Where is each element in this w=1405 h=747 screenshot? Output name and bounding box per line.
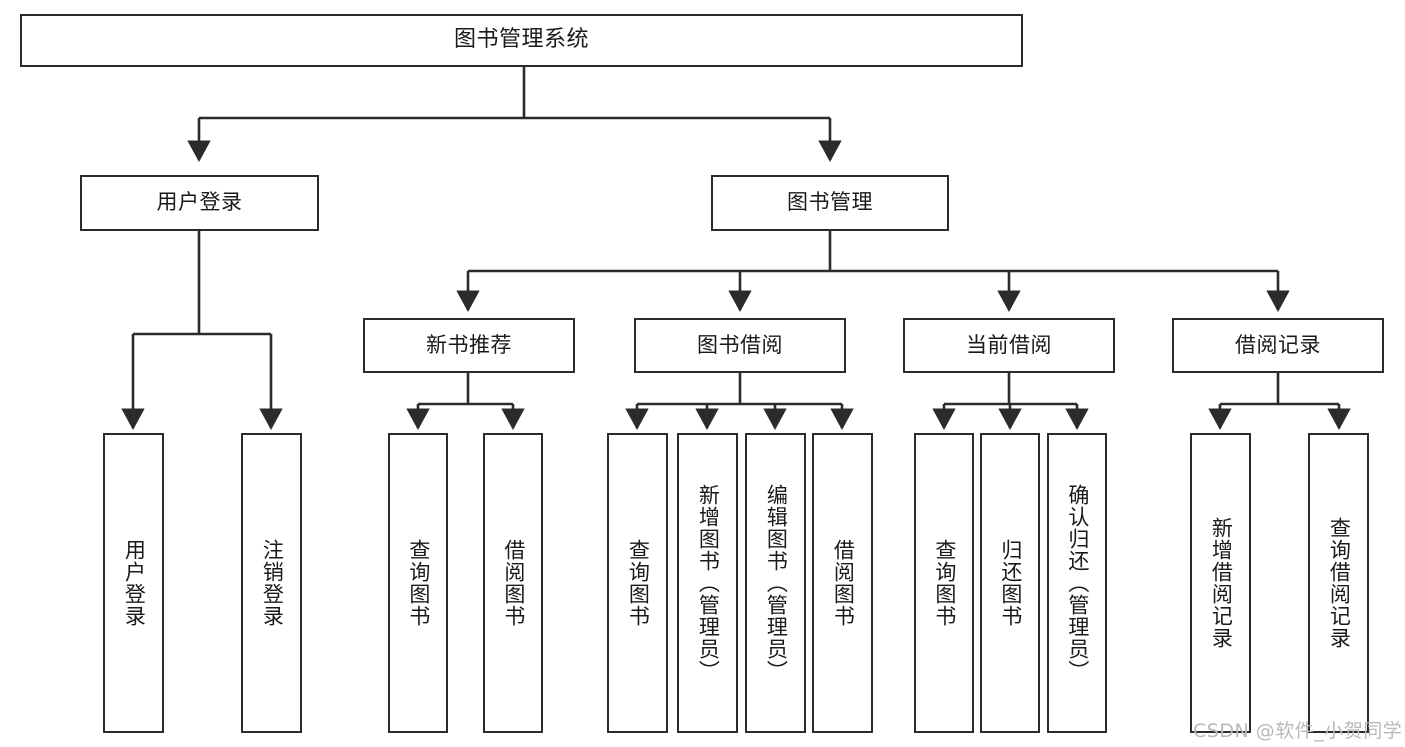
leaf-query-book-3-label: 查询图书 bbox=[932, 539, 957, 627]
node-current-borrow[interactable]: 当前借阅 bbox=[903, 318, 1115, 373]
node-book-manage[interactable]: 图书管理 bbox=[711, 175, 949, 231]
node-root-label: 图书管理系统 bbox=[453, 27, 589, 53]
leaf-return-book-label: 归还图书 bbox=[998, 539, 1023, 627]
leaf-edit-book[interactable]: 编辑图书（管理员） bbox=[745, 433, 806, 733]
leaf-add-book-label: 新增图书（管理员） bbox=[696, 484, 721, 682]
node-current-borrow-label: 当前借阅 bbox=[966, 332, 1052, 357]
leaf-borrow-book-2[interactable]: 借阅图书 bbox=[812, 433, 873, 733]
leaf-user-login[interactable]: 用户登录 bbox=[103, 433, 164, 733]
leaf-query-book-1-label: 查询图书 bbox=[406, 539, 431, 627]
node-borrow-record-label: 借阅记录 bbox=[1235, 332, 1321, 357]
leaf-query-book-2[interactable]: 查询图书 bbox=[607, 433, 668, 733]
node-borrow-record[interactable]: 借阅记录 bbox=[1172, 318, 1384, 373]
node-new-book-recommend[interactable]: 新书推荐 bbox=[363, 318, 575, 373]
node-book-manage-label: 图书管理 bbox=[787, 190, 873, 215]
leaf-query-book-2-label: 查询图书 bbox=[626, 539, 651, 627]
leaf-borrow-book-2-label: 借阅图书 bbox=[831, 539, 856, 627]
leaf-add-book[interactable]: 新增图书（管理员） bbox=[677, 433, 738, 733]
leaf-user-login-label: 用户登录 bbox=[122, 539, 147, 627]
node-book-borrow-label: 图书借阅 bbox=[697, 332, 783, 357]
leaf-logout[interactable]: 注销登录 bbox=[241, 433, 302, 733]
leaf-add-record-label: 新增借阅记录 bbox=[1209, 517, 1234, 649]
node-book-borrow[interactable]: 图书借阅 bbox=[634, 318, 846, 373]
node-user-login-label: 用户登录 bbox=[156, 190, 243, 215]
leaf-borrow-book-1-label: 借阅图书 bbox=[501, 539, 526, 627]
leaf-query-book-1[interactable]: 查询图书 bbox=[388, 433, 448, 733]
leaf-add-record[interactable]: 新增借阅记录 bbox=[1190, 433, 1251, 733]
leaf-return-book[interactable]: 归还图书 bbox=[980, 433, 1040, 733]
watermark: CSDN @软件_小贺同学 bbox=[1193, 720, 1403, 742]
leaf-confirm-return[interactable]: 确认归还（管理员） bbox=[1047, 433, 1107, 733]
leaf-logout-label: 注销登录 bbox=[260, 539, 285, 627]
leaf-edit-book-label: 编辑图书（管理员） bbox=[764, 484, 789, 682]
leaf-query-record-label: 查询借阅记录 bbox=[1327, 517, 1352, 649]
node-new-book-recommend-label: 新书推荐 bbox=[426, 332, 512, 357]
node-user-login[interactable]: 用户登录 bbox=[80, 175, 319, 231]
leaf-borrow-book-1[interactable]: 借阅图书 bbox=[483, 433, 543, 733]
leaf-query-record[interactable]: 查询借阅记录 bbox=[1308, 433, 1369, 733]
leaf-confirm-return-label: 确认归还（管理员） bbox=[1065, 484, 1090, 682]
node-root[interactable]: 图书管理系统 bbox=[20, 14, 1023, 67]
leaf-query-book-3[interactable]: 查询图书 bbox=[914, 433, 974, 733]
